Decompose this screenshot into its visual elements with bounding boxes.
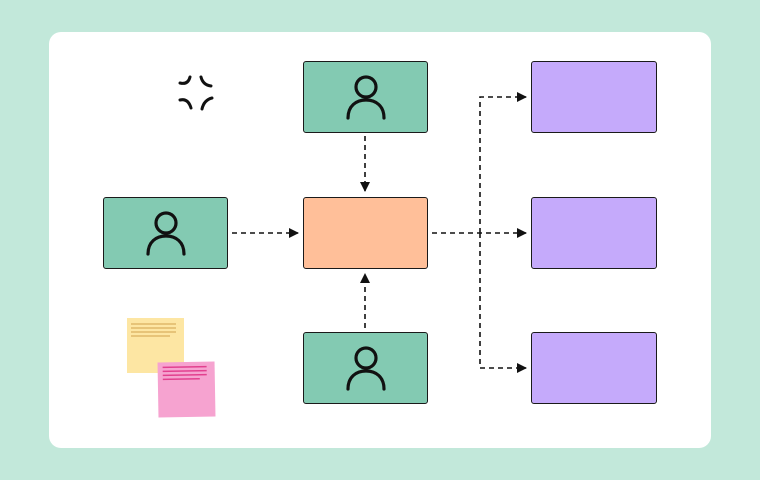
output-node-3[interactable] xyxy=(531,332,657,404)
sticky-note-pink xyxy=(157,361,216,418)
center-node[interactable] xyxy=(303,197,428,269)
person-node-top[interactable] xyxy=(303,61,428,133)
person-icon xyxy=(145,211,186,256)
output-node-1[interactable] xyxy=(531,61,657,133)
frustration-burst-icon xyxy=(178,75,214,111)
output-node-2[interactable] xyxy=(531,197,657,269)
person-icon xyxy=(345,75,386,120)
edge-center-to-output-3 xyxy=(479,233,527,373)
person-node-bottom[interactable] xyxy=(303,332,428,404)
edge-center-to-output-1 xyxy=(479,92,527,233)
person-icon xyxy=(345,346,386,391)
person-node-left[interactable] xyxy=(103,197,228,269)
